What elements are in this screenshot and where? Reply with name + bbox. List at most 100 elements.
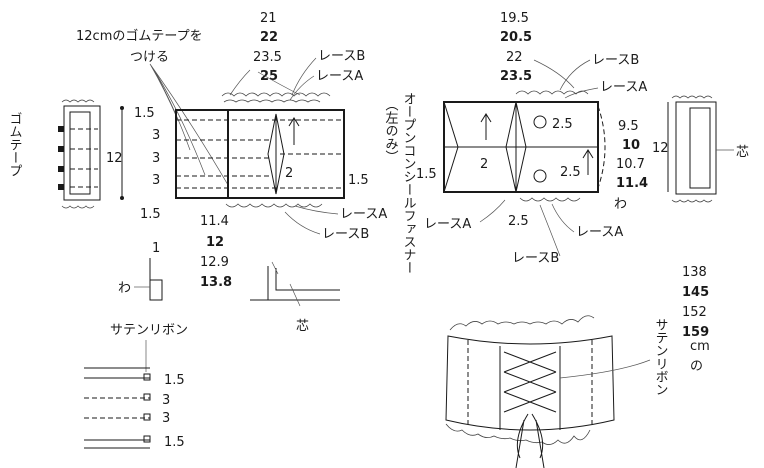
bottom-size-4: 13.8 [200, 275, 232, 290]
right-bottom-leaders [479, 199, 575, 257]
fold-1: 1 [152, 241, 160, 256]
tape-mark-2 [58, 146, 64, 152]
left-lace-a-bottom: レースA [340, 207, 387, 222]
side-size-3: 10.7 [616, 157, 645, 172]
side-size-1: 9.5 [618, 119, 639, 134]
corset-lacing [503, 351, 557, 413]
final-ribbon-leader [559, 359, 651, 379]
lace-top-left [221, 92, 331, 97]
right-fold-wa: わ [614, 197, 627, 212]
height-12-right: 12 [652, 141, 669, 156]
tape-mark-1 [58, 126, 64, 132]
right-size-4: 23.5 [500, 69, 532, 84]
bottom-size-3: 12.9 [200, 255, 229, 270]
grain-arrow-left [288, 117, 300, 145]
final-unit: cm [690, 339, 710, 354]
lace-leader-top [289, 57, 317, 101]
dim-dot-top-left [120, 106, 124, 110]
final-size-3: 152 [682, 305, 707, 320]
side-lace-top [61, 99, 95, 103]
lace-top-right [515, 90, 589, 95]
button-mark-1 [533, 115, 547, 129]
bottom-size-2: 12 [206, 235, 224, 250]
button-mark-2 [533, 169, 547, 183]
side-lace-bottom [61, 205, 95, 209]
right-lace-a-left: レースA [424, 217, 471, 232]
right-side-lace-bottom [671, 199, 713, 203]
ribbon-m-3-b: 3 [162, 411, 170, 426]
tape-mark-4 [58, 184, 64, 190]
elastic-note-line1: 12cmのゴムテープを [76, 28, 203, 44]
right-curve [597, 105, 606, 189]
right-lace-a-right: レースA [576, 225, 623, 240]
core-right: 芯 [736, 145, 749, 160]
rubber-tape-label: ゴムテープ [7, 112, 22, 177]
right-side-lace-top [671, 95, 713, 99]
right-size-3: 22 [506, 50, 523, 65]
elastic-note-line2: つける [130, 50, 169, 65]
core-leader [271, 261, 301, 307]
left-only-label: （左のみ） [383, 98, 399, 163]
right-lace-b-top: レースB [592, 53, 639, 68]
grain-arrow-right-1 [480, 113, 492, 140]
m-3-a: 3 [152, 128, 160, 143]
right-m-2: 2 [480, 157, 488, 172]
m-15-top: 1.5 [134, 106, 155, 121]
fold-wa-left: わ [118, 281, 131, 296]
final-ribbon-label: サテンリボン [653, 318, 668, 396]
finished-corset [445, 335, 615, 431]
left-lace-b-bottom: レースB [322, 227, 369, 242]
corset-lace-top [449, 315, 595, 331]
ribbon-m-15-bottom: 1.5 [164, 435, 185, 450]
right-size-1: 19.5 [500, 11, 529, 26]
right-size-2: 20.5 [500, 30, 532, 45]
left-size-1: 21 [260, 11, 277, 26]
right-m-15: 1.5 [416, 167, 437, 182]
ribbon-tails [515, 413, 545, 468]
m-15-right: 1.5 [348, 173, 369, 188]
zipper-label: オープンコンシールファスナー [401, 92, 416, 274]
ribbon-loop-2 [143, 393, 151, 401]
m-3-b: 3 [152, 151, 160, 166]
m-2-left: 2 [285, 166, 293, 181]
core-left: 芯 [296, 319, 309, 334]
height-12-left: 12 [106, 151, 123, 166]
final-size-2: 145 [682, 285, 709, 300]
lace-leader-bottom [284, 205, 339, 235]
side-view-body [63, 105, 101, 201]
side-view-inner [69, 111, 91, 195]
right-side-body [675, 101, 717, 195]
left-front-piece [175, 109, 345, 199]
right-lace-b-bottom: レースB [512, 251, 559, 266]
elastic-leader-lines [149, 63, 229, 186]
ribbon-m-3-a: 3 [162, 393, 170, 408]
right-m-25-bot: 2.5 [560, 165, 581, 180]
left-size-4: 25 [260, 69, 278, 84]
m-15-bottom: 1.5 [140, 207, 161, 222]
m-3-c: 3 [152, 173, 160, 188]
final-size-4: 159 [682, 325, 709, 340]
lace-bottom-left [225, 203, 323, 208]
fold-detail [149, 258, 163, 301]
left-lace-a-top: レースA [316, 69, 363, 84]
dim-dot-bottom-left [120, 196, 124, 200]
final-size-1: 138 [682, 265, 707, 280]
bottom-size-1: 11.4 [200, 214, 229, 229]
tape-mark-3 [58, 166, 64, 172]
right-lace-a-top: レースA [600, 80, 647, 95]
grain-arrow-right-2 [582, 149, 594, 175]
left-size-2: 22 [260, 30, 278, 45]
size-leader-lines [229, 69, 301, 96]
lace-bottom-right [519, 197, 581, 202]
ribbon-loop-3 [143, 413, 151, 421]
left-lace-b-top: レースB [318, 49, 365, 64]
left-size-3: 23.5 [253, 50, 282, 65]
ribbon-loop-1 [143, 373, 151, 381]
right-m-25-top: 2.5 [552, 117, 573, 132]
ribbon-loop-4 [143, 435, 151, 443]
side-size-4: 11.4 [616, 176, 648, 191]
right-m-25-bottom: 2.5 [508, 214, 529, 229]
side-size-2: 10 [622, 138, 640, 153]
ribbon-m-15-top: 1.5 [164, 373, 185, 388]
